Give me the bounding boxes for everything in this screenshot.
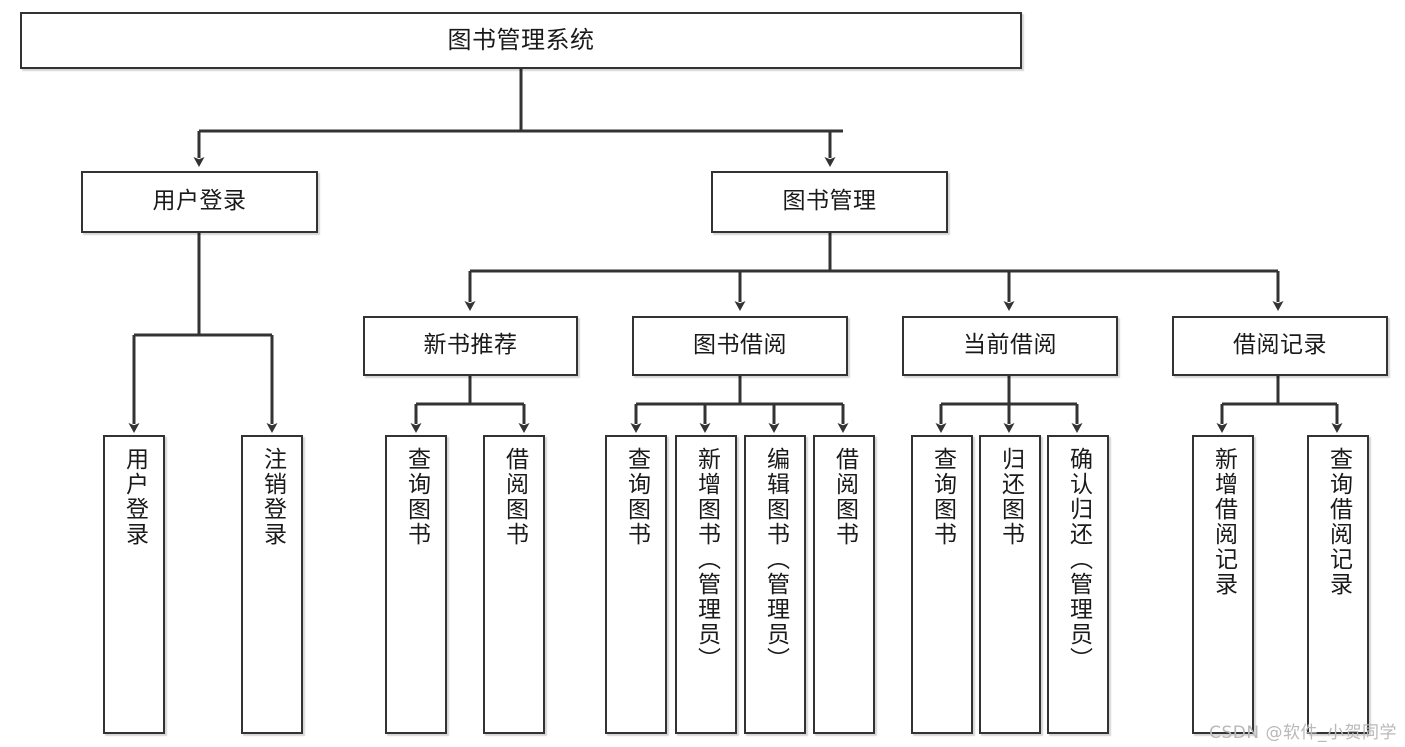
leaf-new-book-borrow[interactable]: 借阅图书	[483, 435, 545, 734]
leaf-borrow-record-add[interactable]: 新增借阅记录	[1192, 435, 1254, 734]
leaf-borrow-record-query[interactable]: 查询借阅记录	[1307, 435, 1369, 734]
leaf-book-borrow-edit[interactable]: 编辑图书（管理员）	[744, 435, 806, 734]
node-label: 借阅图书	[501, 447, 528, 547]
leaf-current-borrow-confirm-return[interactable]: 确认归还（管理员）	[1047, 435, 1109, 734]
leaf-current-borrow-query[interactable]: 查询图书	[911, 435, 973, 734]
csdn-watermark: CSDN @软件_小贺同学	[1209, 723, 1397, 743]
node-label: 归还图书	[997, 447, 1024, 547]
node-label: 查询借阅记录	[1325, 447, 1352, 597]
node-label: 编辑图书（管理员）	[762, 447, 789, 672]
node-label: 注销登录	[259, 447, 286, 547]
node-label: 新增图书（管理员）	[693, 447, 720, 672]
leaf-new-book-query[interactable]: 查询图书	[385, 435, 447, 734]
node-label: 图书管理	[782, 188, 877, 215]
leaf-book-borrow-lend[interactable]: 借阅图书	[813, 435, 875, 734]
node-label: 图书管理系统	[447, 26, 595, 55]
leaf-user-login-signin[interactable]: 用户登录	[103, 435, 165, 734]
node-label: 确认归还（管理员）	[1065, 447, 1092, 672]
node-label: 新增借阅记录	[1210, 447, 1237, 597]
node-label: 查询图书	[403, 447, 430, 547]
node-label: 借阅记录	[1233, 332, 1327, 359]
node-book-borrow[interactable]: 图书借阅	[632, 316, 848, 376]
node-label: 用户登录	[152, 188, 247, 215]
node-current-borrow[interactable]: 当前借阅	[902, 316, 1118, 376]
leaf-book-borrow-query[interactable]: 查询图书	[605, 435, 667, 734]
leaf-user-login-signout[interactable]: 注销登录	[241, 435, 303, 734]
node-new-book-recommend[interactable]: 新书推荐	[363, 316, 578, 376]
node-label: 用户登录	[121, 447, 148, 547]
node-label: 查询图书	[929, 447, 956, 547]
node-label: 图书借阅	[693, 332, 787, 359]
node-book-management[interactable]: 图书管理	[711, 171, 948, 233]
leaf-book-borrow-add[interactable]: 新增图书（管理员）	[675, 435, 737, 734]
node-label: 查询图书	[623, 447, 650, 547]
node-label: 当前借阅	[963, 332, 1057, 359]
node-user-login[interactable]: 用户登录	[81, 171, 318, 233]
node-label: 借阅图书	[831, 447, 858, 547]
node-borrow-record[interactable]: 借阅记录	[1172, 316, 1388, 376]
leaf-current-borrow-return[interactable]: 归还图书	[979, 435, 1041, 734]
node-root-system[interactable]: 图书管理系统	[20, 12, 1022, 69]
node-label: 新书推荐	[423, 332, 518, 359]
